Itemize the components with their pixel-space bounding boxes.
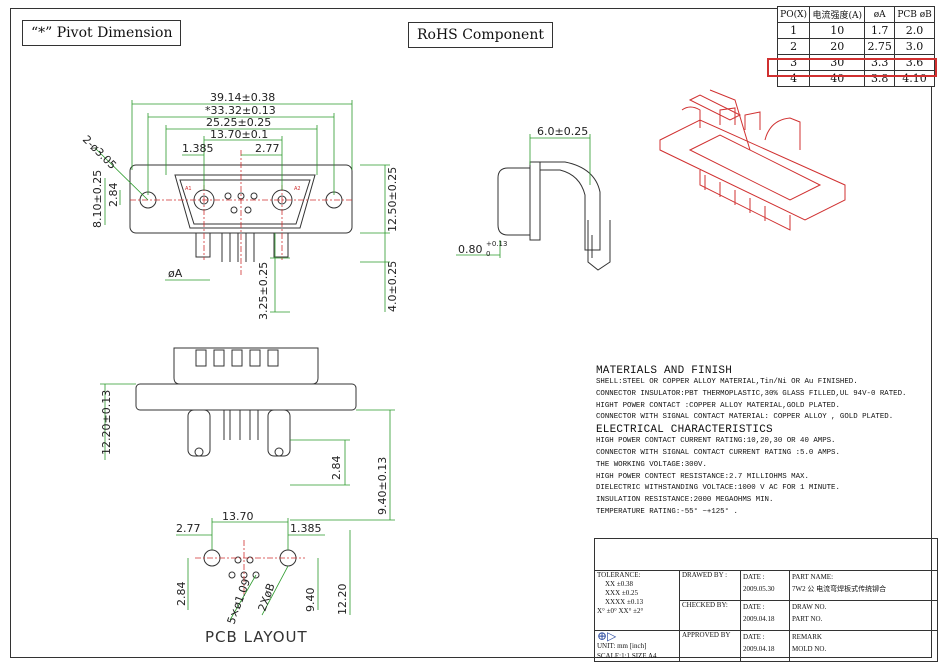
note-line: CONNECTOR INSULATOR:PBT THERMOPLASTIC,30… [596,389,907,398]
note-line: HIGH POWER CONTACT CURRENT RATING:10,20,… [596,437,836,446]
table-row: 2 20 2.75 3.0 [776,38,935,55]
top-view-dimension-lines [94,100,390,313]
dim-25-25: 25.25±0.25 [206,116,271,129]
pcb-dim-1-385: 1.385 [290,522,322,535]
table-cell: 1.7 [864,22,896,39]
pivot-dimension-label: “*” Pivot Dimension [22,20,182,46]
scale-label: SCALE:1:1 [597,652,631,660]
tolerance-xx: XX ±0.38 [605,580,633,588]
note-line: CONNECTOR WITH SIGNAL CONTACT MATERIAL: … [596,413,894,422]
pcb-layout [203,549,297,579]
side-view-dimension-lines [456,134,591,258]
top-view [129,164,353,262]
note-line: CONNECTOR WITH SIGNAL CONTACT CURRENT RA… [596,448,840,457]
pcb-centerlines [195,540,305,595]
unit-label: UNIT: mm [inch] [597,642,647,650]
note-line: HIGHT POWER CONTACT :COPPER ALLOY MATERI… [596,401,840,410]
dim-1-385: 1.385 [182,142,214,155]
front-view [135,347,357,457]
remark-label: REMARK [792,633,822,641]
dim-0-80-tol-lower: 0 [486,250,490,258]
dim-2-77: 2.77 [255,142,280,155]
title-block-header [594,538,938,571]
size-label: SIZE A4 [631,652,657,660]
dim-2-84: 2.84 [107,183,120,208]
pcb-dim-9-40: 9.40 [304,588,317,613]
dim-3-25: 3.25±0.25 [257,262,270,320]
dim-2-84-front: 2.84 [330,456,343,481]
date-label: DATE : [743,603,765,611]
part-no-label: PART NO. [792,615,823,623]
dim-0-80-tol-upper: +0.13 [486,240,507,248]
pcb-dim-13-70: 13.70 [222,510,254,523]
dim-2-phi-3-05: 2-ø3.05 [80,133,119,172]
note-line: TEMPERATURE RATING:-55° ~+125° . [596,507,738,516]
note-line: THE WORKING VOLTAGE:300V. [596,460,707,469]
part-name-value: 7W2 公 电流弯焊板式传统铆合 [792,585,887,593]
tolerance-xxx: XXX ±0.25 [605,589,639,597]
note-line: HIGH POWER CONTECT RESISTANCE:2.7 MILLIO… [596,472,809,481]
pin-label-a1: A1 [185,186,192,192]
highlight-row-marker [767,58,937,77]
date-label: DATE : [743,573,765,581]
title-block: TOLERANCE: XX ±0.38 XXX ±0.25 XXXX ±0.13… [594,570,938,662]
tolerance-label: TOLERANCE: [597,571,641,579]
date-drawed: 2009.05.30 [743,585,775,593]
electrical-heading: ELECTRICAL CHARACTERISTICS [596,424,773,437]
dim-8-10: 8.10±0.25 [91,170,104,228]
dim-6-0: 6.0±0.25 [537,125,588,138]
table-cell: 20 [809,38,866,55]
date-approved: 2009.04.18 [743,645,775,653]
checked-by-label: CHECKED BY: [679,600,741,631]
dim-12-20: 12.20±0.13 [100,390,113,455]
table-cell: 2.75 [864,38,896,55]
date-checked: 2009.04.18 [743,615,775,623]
top-view-centerlines [130,150,352,275]
pcb-dimension-lines [176,518,351,621]
pcb-dim-12-20: 12.20 [336,584,349,616]
spec-header-po: PO(X) [776,6,811,23]
dim-phi-a: øA [168,267,183,280]
materials-heading: MATERIALS AND FINISH [596,365,733,377]
note-line: INSULATION RESISTANCE:2000 MEGAOHMS MIN. [596,496,774,505]
front-view-dimension-lines [100,383,395,521]
tolerance-xxxx: XXXX ±0.13 [605,598,644,606]
notes-block: MATERIALS AND FINISH SHELL:STEEL OR COPP… [596,365,932,519]
part-name-label: PART NAME: [792,573,834,581]
pcb-dim-2x-phi-b: 2XøB [256,582,278,614]
pcb-dim-2-77: 2.77 [176,522,201,535]
dim-4-0: 4.0±0.25 [386,261,399,312]
approved-by-label: APPROVED BY [679,630,741,662]
draw-no-label: DRAW NO. [792,603,827,611]
dim-12-50: 12.50±0.25 [386,167,399,232]
drawed-by-label: DRAWED BY : [679,570,741,601]
side-view [497,161,611,271]
dim-39-14: 39.14±0.38 [210,91,275,104]
rohs-label: RoHS Component [408,22,553,48]
mold-no-label: MOLD NO. [792,645,827,653]
date-label: DATE : [743,633,765,641]
dim-9-40: 9.40±0.13 [376,457,389,515]
note-line: SHELL:STEEL OR COPPER ALLOY MATERIAL,Tin… [596,378,858,386]
table-cell: 4 [776,70,811,87]
pin-label-a2: A2 [294,186,301,192]
projection-symbol-icon: ⊕▷ [597,629,617,643]
pcb-layout-label: PCB LAYOUT [205,628,308,646]
note-line: DIELECTRIC WITHSTANDING VOLTACE:1000 V A… [596,484,840,493]
table-cell: 10 [809,22,866,39]
drawing-frame [10,8,932,658]
isometric-view [659,89,846,231]
pcb-dim-5-phi-1-09: 5×ø1.09 [225,577,253,626]
dim-33-32: *33.32±0.13 [205,104,276,117]
tolerance-angle: X° ±0° XX° ±2° [597,607,644,615]
dim-13-70: 13.70±0.1 [210,128,268,141]
pcb-dim-2-84: 2.84 [175,582,188,607]
dim-0-80: 0.80 [458,243,483,256]
